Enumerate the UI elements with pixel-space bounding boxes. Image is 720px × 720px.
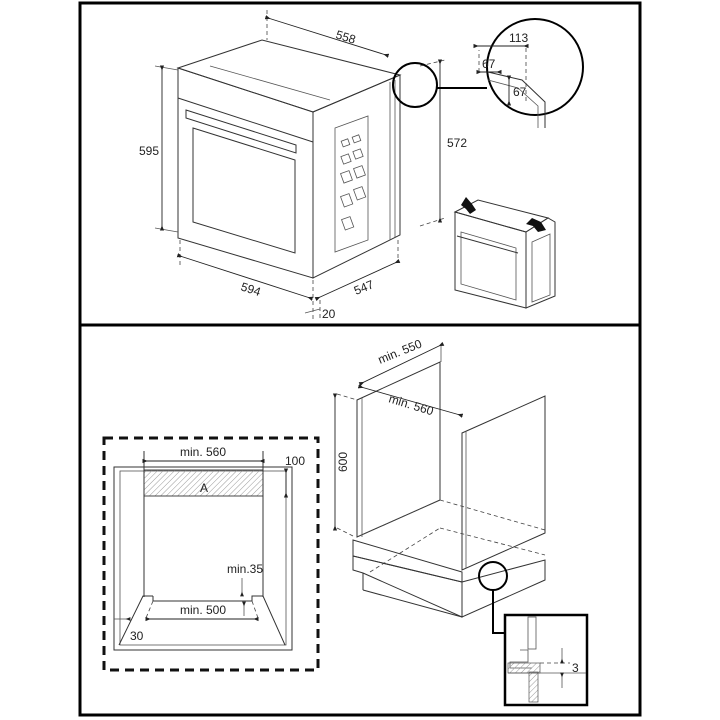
oven-handle: [185, 109, 297, 154]
dimension-558: 558: [264, 10, 390, 58]
dimension-label: min. 550: [376, 336, 424, 366]
dimension-label: 30: [130, 629, 144, 643]
dimension-min-550: min. 550: [358, 336, 445, 387]
oven-drawing: [176, 39, 402, 279]
dimension-label: 558: [334, 27, 358, 46]
dimension-label: 67: [482, 57, 496, 71]
dimension-label: 20: [322, 307, 336, 321]
dimension-label: A: [200, 481, 208, 495]
dimension-label: 600: [336, 452, 350, 472]
bottom-panel-frame: [78, 323, 642, 717]
dimension-594: 594: [176, 240, 314, 301]
dimension-label: 3: [572, 661, 579, 675]
push-arrow-icon: [526, 218, 546, 232]
oven-side-vents: [334, 115, 369, 253]
dimension-label: min. 560: [180, 445, 226, 459]
dimension-label: min. 500: [180, 603, 226, 617]
vent-area-a: [143, 469, 264, 497]
dimension-label: 547: [352, 277, 376, 298]
push-arrow-icon: [461, 197, 476, 214]
dimension-label: 572: [447, 136, 467, 150]
dimension-label: min. 560: [387, 391, 435, 418]
dimension-595: 595: [139, 65, 179, 233]
dimension-600: 600: [332, 393, 358, 537]
cabinet-drawing: [352, 361, 546, 618]
small-oven-illustration: [453, 197, 556, 309]
dimension-label: 100: [285, 454, 305, 468]
dimension-label: 67: [513, 85, 527, 99]
dimension-20: 20: [304, 280, 336, 321]
dimension-572: 572: [419, 59, 467, 227]
plinth-gap-detail: 3: [478, 561, 589, 707]
dimension-label: 113: [509, 31, 528, 45]
dimension-label: min.35: [227, 562, 263, 576]
dimension-label: 595: [139, 144, 159, 158]
corner-detail-magnifier: 113 67 67: [392, 18, 584, 128]
dimension-label: 594: [239, 280, 263, 300]
front-view-niche: A min. 560 100 min.35 min. 500 30: [102, 436, 320, 672]
dimension-547: 547: [314, 240, 401, 302]
